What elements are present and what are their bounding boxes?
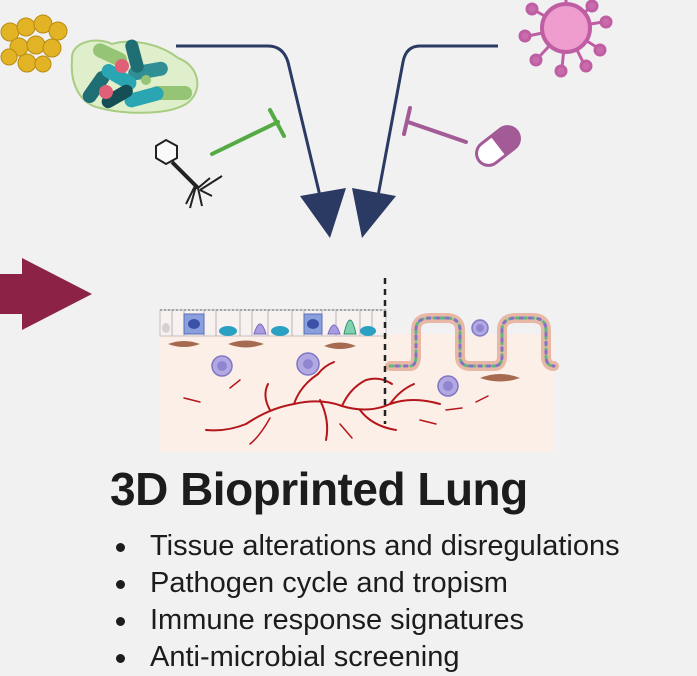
fungi-cluster-icon	[0, 14, 68, 73]
pathogen-arrow-right	[352, 44, 498, 238]
bacteria-cluster-icon	[70, 39, 199, 114]
bacteriophage-icon	[155, 138, 223, 209]
epithelium-alveolar	[385, 313, 559, 371]
drug-inhibition-icon	[402, 106, 468, 144]
applications-list: Tissue alterations and disregulations Pa…	[112, 528, 620, 676]
list-item: Tissue alterations and disregulations	[112, 528, 620, 565]
fibroblast-icon	[168, 340, 520, 382]
list-item: Pathogen cycle and tropism	[112, 565, 620, 602]
list-item: Anti-microbial screening	[112, 639, 620, 676]
list-item: Immune response signatures	[112, 602, 620, 639]
virus-icon	[518, 0, 613, 78]
pathogen-arrow-left	[176, 44, 346, 238]
phage-inhibition-icon	[210, 108, 286, 156]
pill-capsule-icon	[475, 125, 521, 167]
input-arrow-left	[0, 258, 92, 330]
epithelium-flat	[159, 309, 387, 337]
immune-cell-icon	[211, 319, 489, 397]
bioprinted-tissue	[159, 278, 559, 452]
page-title: 3D Bioprinted Lung	[110, 463, 528, 515]
